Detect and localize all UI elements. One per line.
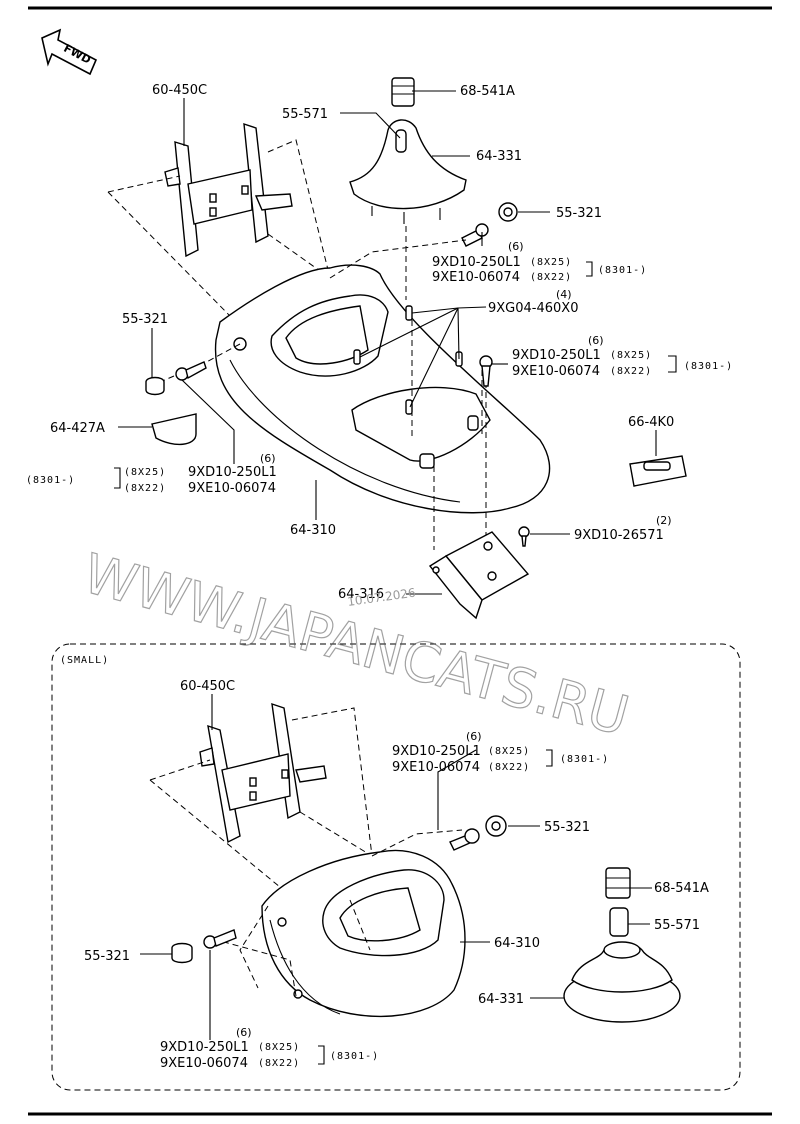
bolt-bottom-b (203, 929, 237, 949)
shift-boot-64-331-top (349, 119, 467, 224)
label-9xd10-26571-top: 9XD10-26571 (574, 528, 664, 543)
size-bolt-a1-top: (8X25) (530, 257, 572, 268)
label-64-331-top: 64-331 (476, 149, 522, 164)
label-bolt-b1-bottom: 9XD10-250L1 (160, 1040, 249, 1055)
cap-55-321-top-left (145, 376, 165, 396)
label-bolt-b2-top: 9XE10-06074 (512, 364, 600, 379)
cap-55-321-bottom-left (171, 942, 193, 964)
label-64-331-bottom: 64-331 (478, 992, 524, 1007)
label-68-541a-bottom: 68-541A (654, 881, 709, 896)
code-8301-top-c: (8301-) (26, 475, 75, 486)
qty-2-top: (2) (656, 514, 672, 527)
size-bolt-a2-top: (8X22) (530, 272, 572, 283)
label-60-450c-top: 60-450C (152, 83, 207, 98)
label-55-571-top: 55-571 (282, 107, 328, 122)
qty-6-top-c: (6) (260, 452, 276, 465)
small-label: (SMALL) (60, 655, 109, 666)
label-bolt-a2-top: 9XE10-06074 (432, 270, 520, 285)
bracket-60-450c-top (164, 122, 293, 258)
bolt-bottom-a (449, 828, 480, 851)
knob-55-571-bottom (609, 907, 629, 937)
label-64-316-top: 64-316 (338, 587, 384, 602)
nut-55-321-top-right (498, 202, 518, 222)
qty-6-bottom-b: (6) (236, 1026, 252, 1039)
code-8301-top-a: (8301-) (598, 265, 647, 276)
label-bolt-a1-bottom: 9XD10-250L1 (392, 744, 481, 759)
qty-6-top-b: (6) (588, 334, 604, 347)
watermark-text: WWW.JAPANCATS.RU (77, 542, 636, 748)
bolt-top-c (175, 361, 207, 381)
label-60-450c-bottom: 60-450C (180, 679, 235, 694)
size-bolt-b2-top: (8X22) (610, 366, 652, 377)
console-64-310-bottom (261, 849, 466, 1018)
label-64-310-top: 64-310 (290, 523, 336, 538)
label-64-310-bottom: 64-310 (494, 936, 540, 951)
label-55-321-bottom-right: 55-321 (544, 820, 590, 835)
nut-55-321-bottom-right (485, 815, 507, 837)
label-bolt-a2-bottom: 9XE10-06074 (392, 760, 480, 775)
pad-64-427a-top (151, 413, 197, 445)
fwd-arrow-icon: FWD (41, 28, 98, 76)
code-8301-bottom-b: (8301-) (330, 1051, 379, 1062)
bolt-top-a (461, 223, 489, 247)
size-bolt-b1-bottom: (8X25) (258, 1042, 300, 1053)
pins-9xg04-460x0-top (353, 305, 463, 415)
code-8301-bottom-a: (8301-) (560, 754, 609, 765)
label-bolt-b2-bottom: 9XE10-06074 (160, 1056, 248, 1071)
label-bolt-c1-top: 9XD10-250L1 (188, 465, 277, 480)
label-55-321-top-left: 55-321 (122, 312, 168, 327)
label-66-4k0-top: 66-4K0 (628, 415, 674, 430)
qty-4-top: (4) (556, 288, 572, 301)
label-55-321-top-right: 55-321 (556, 206, 602, 221)
label-bolt-b1-top: 9XD10-250L1 (512, 348, 601, 363)
bracket-64-316-top (428, 531, 530, 620)
small-section-frame (51, 643, 741, 1091)
label-bolt-c2-top: 9XE10-06074 (188, 481, 276, 496)
insert-68-541a-top (391, 77, 415, 107)
code-8301-top-b: (8301-) (684, 361, 733, 372)
trim-66-4k0-top (629, 455, 687, 487)
label-68-541a-top: 68-541A (460, 84, 515, 99)
bolt-top-b (479, 355, 493, 387)
size-bolt-b1-top: (8X25) (610, 350, 652, 361)
size-bolt-a1-bottom: (8X25) (488, 746, 530, 757)
size-bolt-c1-top: (8X25) (124, 467, 166, 478)
label-bolt-a1-top: 9XD10-250L1 (432, 255, 521, 270)
shift-boot-64-331-bottom (563, 941, 681, 1023)
qty-6-bottom-a: (6) (466, 730, 482, 743)
label-9xg04-460x0-top: 9XG04-460X0 (488, 301, 578, 316)
label-55-321-bottom-left: 55-321 (84, 949, 130, 964)
label-64-427a-top: 64-427A (50, 421, 105, 436)
size-bolt-a2-bottom: (8X22) (488, 762, 530, 773)
insert-68-541a-bottom (605, 867, 631, 899)
qty-6-top-a: (6) (508, 240, 524, 253)
size-bolt-b2-bottom: (8X22) (258, 1058, 300, 1069)
bracket-60-450c-bottom (199, 702, 327, 844)
size-bolt-c2-top: (8X22) (124, 483, 166, 494)
console-64-310-top (214, 264, 551, 514)
label-55-571-bottom: 55-571 (654, 918, 700, 933)
screw-9xd10-26571-top (518, 526, 530, 547)
